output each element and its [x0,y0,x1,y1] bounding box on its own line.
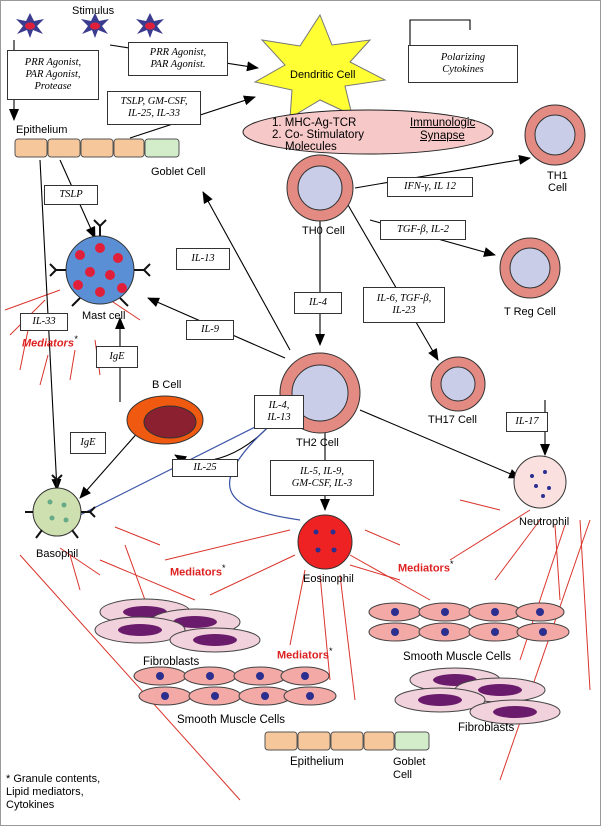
il9-box: IL-9 [186,320,234,340]
mast-cell-icon [49,219,151,307]
fibroblasts-right-icon [394,667,561,725]
mediators-neutrophil: Mediators* [398,558,454,575]
prr-left-box: PRR Agonist, PAR Agonist, Protease [7,50,99,100]
th1-cell-icon [524,104,586,166]
mediators-text: Mediators [170,566,222,579]
th1-cell-label: Cell [548,182,567,194]
synapse-label: Synapse [420,130,465,142]
treg-cell-icon [499,237,561,299]
mediators-star: * [328,646,333,656]
synapse-line2: 2. Co- Stimulatory [272,129,365,141]
b-cell-icon [126,395,204,445]
mediators-star: * [449,559,454,569]
mast-cell-label: Mast cell [82,310,126,322]
epithelium-bottom-icon [264,731,430,751]
th0-label: TH0 Cell [302,225,345,237]
smooth-muscle-left-icon [133,666,337,706]
fibroblasts-left-label: Fibroblasts [143,656,200,668]
basophil-label: Basophil [36,548,79,560]
mediators-basophil: Mediators* [170,562,226,579]
polarizing-box: Polarizing Cytokines [408,45,518,83]
ifn-box: IFN-γ, IL 12 [387,177,473,197]
mediators-eosinophil: Mediators* [277,645,333,662]
th17-cell-icon [430,356,486,412]
il6-box: IL-6, TGF-β, IL-23 [363,287,445,323]
eosinophil-icon [297,514,353,570]
fibroblasts-right-label: Fibroblasts [458,722,515,734]
th1-label: TH1 [547,170,568,182]
immunologic-label: Immunologic [410,117,476,129]
il4-il13-box: IL-4, IL-13 [254,395,304,429]
b-cell-label: B Cell [152,379,182,391]
epithelium-top-icon [14,138,180,158]
mediators-star: * [221,563,226,573]
il4-th0-box: IL-4 [294,292,342,314]
synapse-line1: 1. MHC-Ag-TCR [272,117,357,129]
stimulus-label: Stimulus [72,5,115,17]
th17-label: TH17 Cell [428,414,477,426]
il33-box: IL-33 [20,313,68,331]
epithelium-bottom-label: Epithelium [290,756,344,768]
prr-mid-box: PRR Agonist, PAR Agonist. [128,42,228,76]
smooth-muscle-right-icon [368,602,570,642]
basophil-icon [25,474,96,539]
footnote: * Granule contents, Lipid mediators, Cyt… [6,773,101,811]
mediators-text: Mediators [22,337,74,350]
smooth-muscle-left-label: Smooth Muscle Cells [177,714,286,726]
epithelium-top-label: Epithelium [16,124,68,136]
th2-cell-icon [279,352,361,434]
synapse-line3: Molecules [285,141,337,153]
dendritic-cell-icon [253,13,387,119]
fibroblasts-left-icon [94,598,261,653]
mediators-star: * [73,334,78,344]
il25-box: IL-25 [172,459,238,477]
ige-top-box: IgE [96,346,138,368]
immunologic-synapse [242,109,494,155]
th0-cell-icon [286,154,354,222]
mediators-text: Mediators [398,562,450,575]
goblet-cell-top-label: Goblet Cell [151,166,206,178]
mediators-text: Mediators [277,649,329,662]
il5-box: IL-5, IL-9, GM-CSF, IL-3 [270,460,374,496]
il17-box: IL-17 [506,412,548,432]
mediators-mast: Mediators* [22,333,78,350]
tgf-il2-box: TGF-β, IL-2 [380,220,466,240]
treg-label: T Reg Cell [504,306,556,318]
ige-bottom-box: IgE [70,432,106,454]
goblet-bottom-label: Goblet Cell [393,756,426,781]
tslp-box: TSLP [44,185,98,205]
smooth-muscle-right-label: Smooth Muscle Cells [403,651,512,663]
dendritic-cell-label: Dendritic Cell [290,69,356,81]
stimulus-stars [16,13,164,38]
il13-box: IL-13 [176,248,230,270]
eosinophil-label: Eosinophil [303,573,354,585]
neutrophil-icon [513,455,567,509]
tslp-gm-box: TSLP, GM-CSF, IL-25, IL-33 [107,91,201,125]
neutrophil-label: Neutrophil [519,516,570,528]
th2-label: TH2 Cell [296,437,339,449]
